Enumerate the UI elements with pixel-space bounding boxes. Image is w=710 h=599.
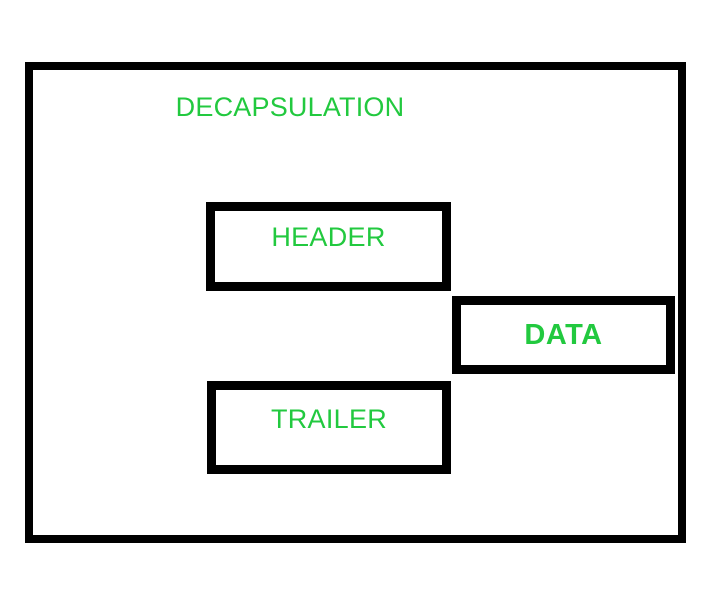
trailer-box-label: TRAILER bbox=[270, 404, 388, 434]
diagram-title: DECAPSULATION bbox=[175, 92, 405, 122]
trailer-box: TRAILER bbox=[207, 381, 451, 474]
data-box: DATA bbox=[452, 296, 675, 374]
header-box: HEADER bbox=[206, 202, 451, 291]
header-box-label: HEADER bbox=[271, 222, 386, 252]
data-box-label: DATA bbox=[524, 318, 603, 351]
